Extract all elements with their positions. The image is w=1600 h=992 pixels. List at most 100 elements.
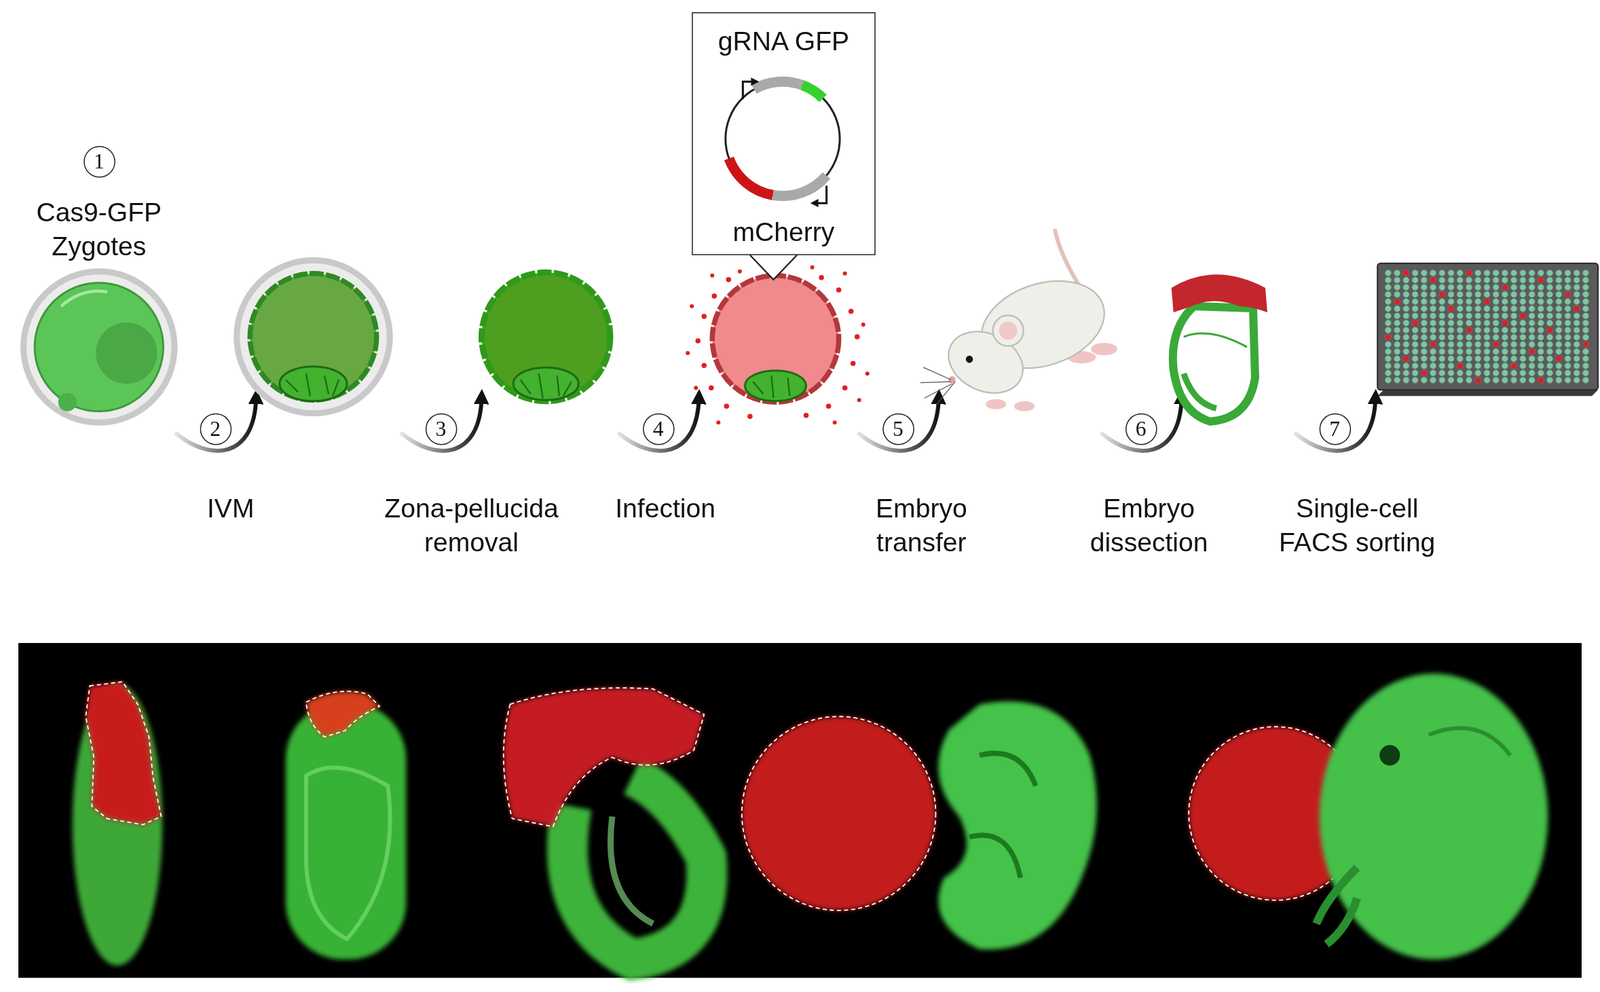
step-label: Infection — [593, 492, 737, 526]
illustration-part — [710, 273, 715, 278]
illustration-part — [741, 716, 937, 911]
step-label: Embryo dissection — [1072, 492, 1226, 559]
illustration-part — [1537, 276, 1544, 284]
illustration-part — [741, 716, 937, 911]
illustration-part — [1394, 298, 1401, 305]
illustration-part — [1420, 369, 1427, 377]
illustration-part — [18, 642, 1582, 978]
illustration-part — [695, 338, 701, 344]
micrograph-4 — [741, 701, 1097, 950]
illustration-part — [1316, 867, 1357, 945]
illustration-part — [1295, 397, 1376, 451]
illustration-part — [802, 84, 824, 99]
illustration-part — [685, 350, 690, 356]
illustration-part — [85, 681, 161, 825]
illustration-part — [848, 308, 854, 315]
illustration-part — [1492, 341, 1499, 348]
illustration-part — [1411, 319, 1419, 326]
micrograph-5 — [1188, 673, 1548, 960]
illustration-part — [1439, 291, 1446, 298]
illustration-part — [836, 287, 842, 293]
illustration-part — [1377, 263, 1598, 390]
illustration-part — [481, 272, 611, 401]
infected-blastocyst — [685, 265, 870, 425]
illustration-part — [1183, 333, 1248, 347]
illustration-part — [1428, 727, 1510, 755]
dissected-embryo — [1171, 274, 1268, 421]
illustration-part — [724, 403, 730, 410]
illustration-part — [1403, 270, 1410, 277]
illustration-part — [938, 701, 1097, 950]
illustration-part — [818, 274, 825, 281]
illustration-part — [832, 420, 837, 425]
illustration-part — [826, 403, 832, 410]
step-label: Cas9-GFP Zygotes — [22, 196, 176, 263]
illustration-part — [1377, 389, 1598, 396]
illustration-part — [861, 322, 866, 327]
illustration-part — [1547, 327, 1554, 334]
illustration-part — [1403, 355, 1410, 362]
illustration-part — [279, 366, 347, 402]
illustration-part — [920, 367, 956, 404]
illustration-part — [716, 420, 721, 425]
illustration-part — [520, 373, 572, 398]
illustration-part — [1383, 269, 1590, 384]
illustration-part — [503, 687, 704, 827]
illustration-part — [985, 399, 1007, 410]
illustration-part — [754, 81, 803, 89]
illustration-part — [708, 384, 715, 391]
micrograph-3 — [503, 687, 708, 960]
illustration-part — [1501, 284, 1508, 291]
illustration-part — [1537, 376, 1544, 383]
illustration-part — [610, 816, 654, 924]
fluorescence-micrographs — [18, 642, 1582, 978]
illustration-part — [1183, 373, 1217, 408]
illustration-part — [1379, 744, 1400, 766]
node-text: 3 — [435, 418, 446, 440]
illustration-part — [23, 271, 175, 423]
step-number-circle: 6 — [1124, 412, 1157, 445]
node-text: 4 — [653, 418, 664, 440]
illustration-part — [750, 255, 797, 280]
illustration-part — [857, 397, 862, 402]
illustration-part — [285, 701, 406, 960]
step-label: Zona-pellucida removal — [364, 492, 580, 559]
illustration-part — [993, 314, 1024, 346]
illustration-part — [1511, 362, 1518, 369]
illustration-part — [1483, 298, 1491, 305]
illustration-part — [1564, 291, 1571, 298]
blastocyst-with-zona — [236, 259, 390, 413]
illustration-part — [1384, 270, 1589, 384]
illustration-part — [742, 81, 755, 100]
illustration-part — [693, 385, 698, 390]
illustration-part — [34, 282, 163, 411]
illustration-part — [95, 322, 157, 384]
illustration-part — [772, 175, 827, 197]
sorting-plate — [1377, 263, 1598, 396]
illustration-part — [729, 158, 773, 195]
illustration-part — [1430, 341, 1437, 348]
illustration-part — [701, 362, 707, 368]
illustration-part — [1555, 355, 1562, 362]
illustration-part — [1573, 305, 1580, 312]
node-text: gRNA GFP — [718, 25, 850, 58]
illustration-part — [747, 414, 753, 420]
illustration-part — [85, 681, 161, 825]
illustration-part — [854, 333, 861, 340]
illustration-part — [1501, 319, 1508, 326]
step-number-circle: 7 — [1318, 412, 1351, 445]
illustration-part — [306, 691, 380, 737]
illustration-part — [1447, 305, 1455, 312]
illustration-part — [744, 370, 806, 402]
illustration-part — [1101, 397, 1182, 451]
illustration-part — [803, 412, 810, 419]
illustration-part — [965, 355, 974, 364]
illustration-part — [1456, 362, 1463, 369]
illustration-part — [685, 265, 870, 425]
illustration-part — [1090, 342, 1118, 356]
step-label: Embryo transfer — [855, 492, 988, 559]
node-text: 6 — [1135, 418, 1147, 440]
illustration-part — [1465, 327, 1472, 334]
